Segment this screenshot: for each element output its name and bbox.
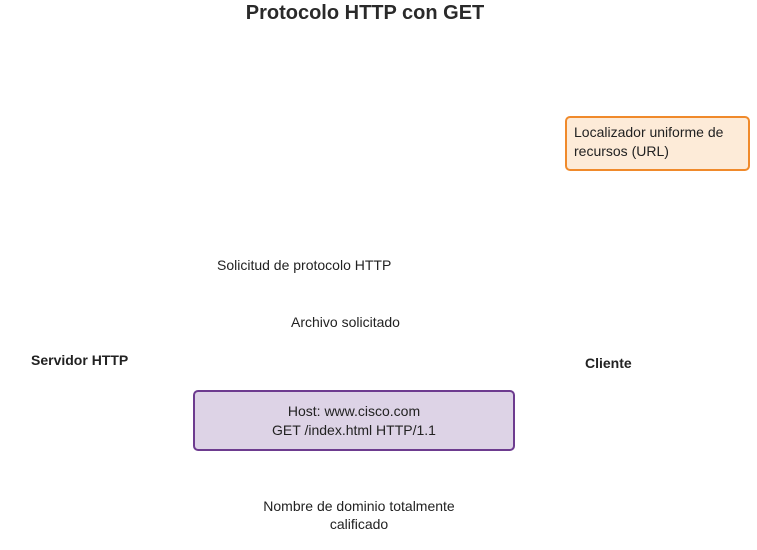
http-host-line: Host: www.cisco.com bbox=[287, 402, 421, 419]
http-server-label: Servidor HTTP bbox=[31, 352, 129, 368]
requested-file-label: Archivo solicitado bbox=[291, 314, 400, 330]
diagram-title: Protocolo HTTP con GET bbox=[245, 2, 485, 24]
fqdn-line-1: Nombre de dominio totalmente bbox=[263, 498, 455, 514]
fqdn-line-2: calificado bbox=[329, 516, 389, 532]
fqdn-label: Nombre de dominio totalmente calificado bbox=[244, 497, 474, 533]
client-label: Cliente bbox=[585, 355, 632, 371]
http-request-label: Solicitud de protocolo HTTP bbox=[217, 257, 392, 273]
http-get-line: GET /index.html HTTP/1.1 bbox=[272, 421, 436, 438]
http-get-message-box: Host: www.cisco.com GET /index.html HTTP… bbox=[193, 390, 515, 451]
url-callout: Localizador uniforme de recursos (URL) bbox=[565, 116, 750, 171]
